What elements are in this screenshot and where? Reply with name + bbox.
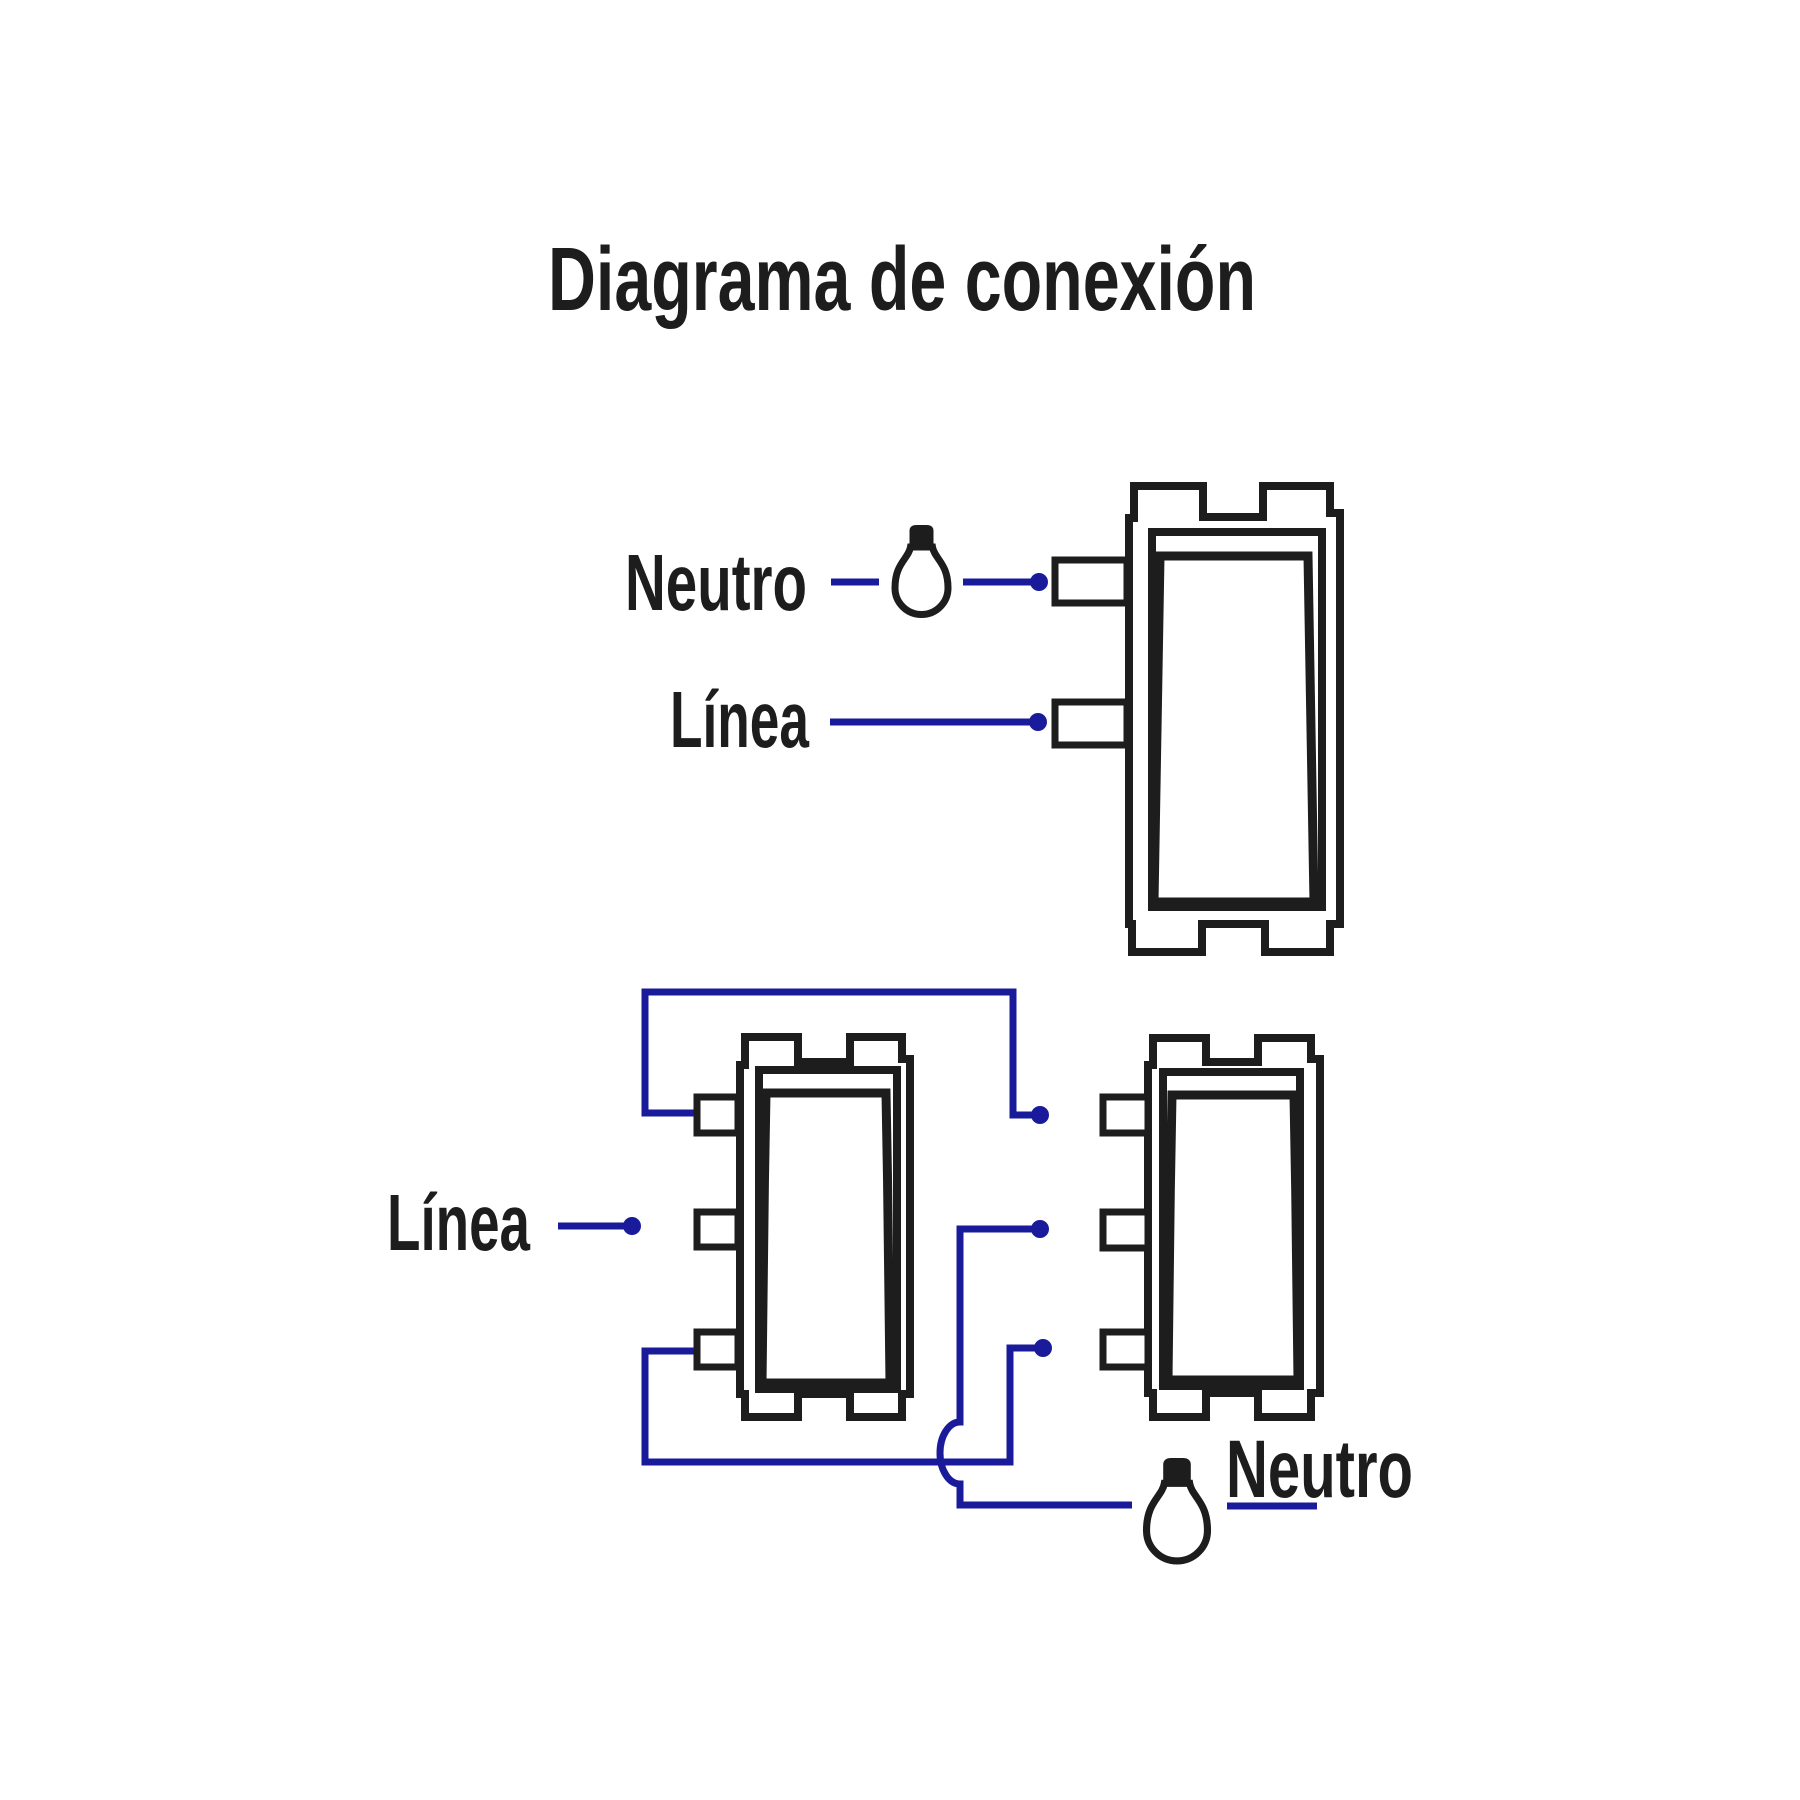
wire-terminal-dot (1029, 713, 1047, 731)
wires (558, 578, 1317, 1510)
rocker-button (1163, 1090, 1303, 1385)
bulb-base (1163, 1458, 1191, 1484)
label-line-bottom: Línea (387, 1178, 530, 1267)
wire-traveler-top (641, 988, 1040, 1119)
label-neutral-top: Neutro (625, 538, 807, 627)
bulbs (891, 525, 1212, 1565)
terminal-screw (693, 1093, 742, 1137)
rocker-button (1149, 551, 1319, 907)
label-neutral-bottom: Neutro (1226, 1424, 1413, 1515)
rocker-button (757, 1088, 895, 1388)
bulb-glass (891, 543, 952, 618)
terminal-screw (1051, 698, 1131, 749)
wire-terminal-dot (1031, 1106, 1049, 1124)
wire-terminal-dot (1031, 1220, 1049, 1238)
terminal-screw (1099, 1328, 1152, 1371)
wire-dots (623, 573, 1052, 1357)
wire-traveler-bottom (641, 1344, 1043, 1466)
switch-modules (693, 482, 1344, 1421)
switch-module-single (1051, 482, 1344, 956)
page-title: Diagrama de conexión (548, 230, 1256, 330)
wire-common-to-bulb-with-hop (936, 1225, 1132, 1509)
terminal-screw (1099, 1093, 1152, 1137)
light-bulb-icon (891, 525, 952, 618)
wire-terminal-dot (623, 1217, 641, 1235)
bulb-glass (1142, 1479, 1212, 1565)
bulb-base (909, 525, 934, 547)
wire-terminal-dot (1034, 1339, 1052, 1357)
terminal-screw (693, 1328, 742, 1371)
label-line-top: Línea (670, 675, 809, 764)
wire-labels: Neutro Línea Línea Neutro (387, 538, 1413, 1515)
switch-module-3way-left (693, 1033, 914, 1421)
wire-terminal-dot (1030, 573, 1048, 591)
terminal-screw (1099, 1208, 1152, 1252)
header: Diagrama de conexión (548, 230, 1256, 330)
switch-module-3way-right (1099, 1034, 1324, 1421)
terminal-screw (693, 1208, 742, 1251)
terminal-screw (1051, 556, 1131, 607)
light-bulb-icon (1142, 1458, 1212, 1565)
